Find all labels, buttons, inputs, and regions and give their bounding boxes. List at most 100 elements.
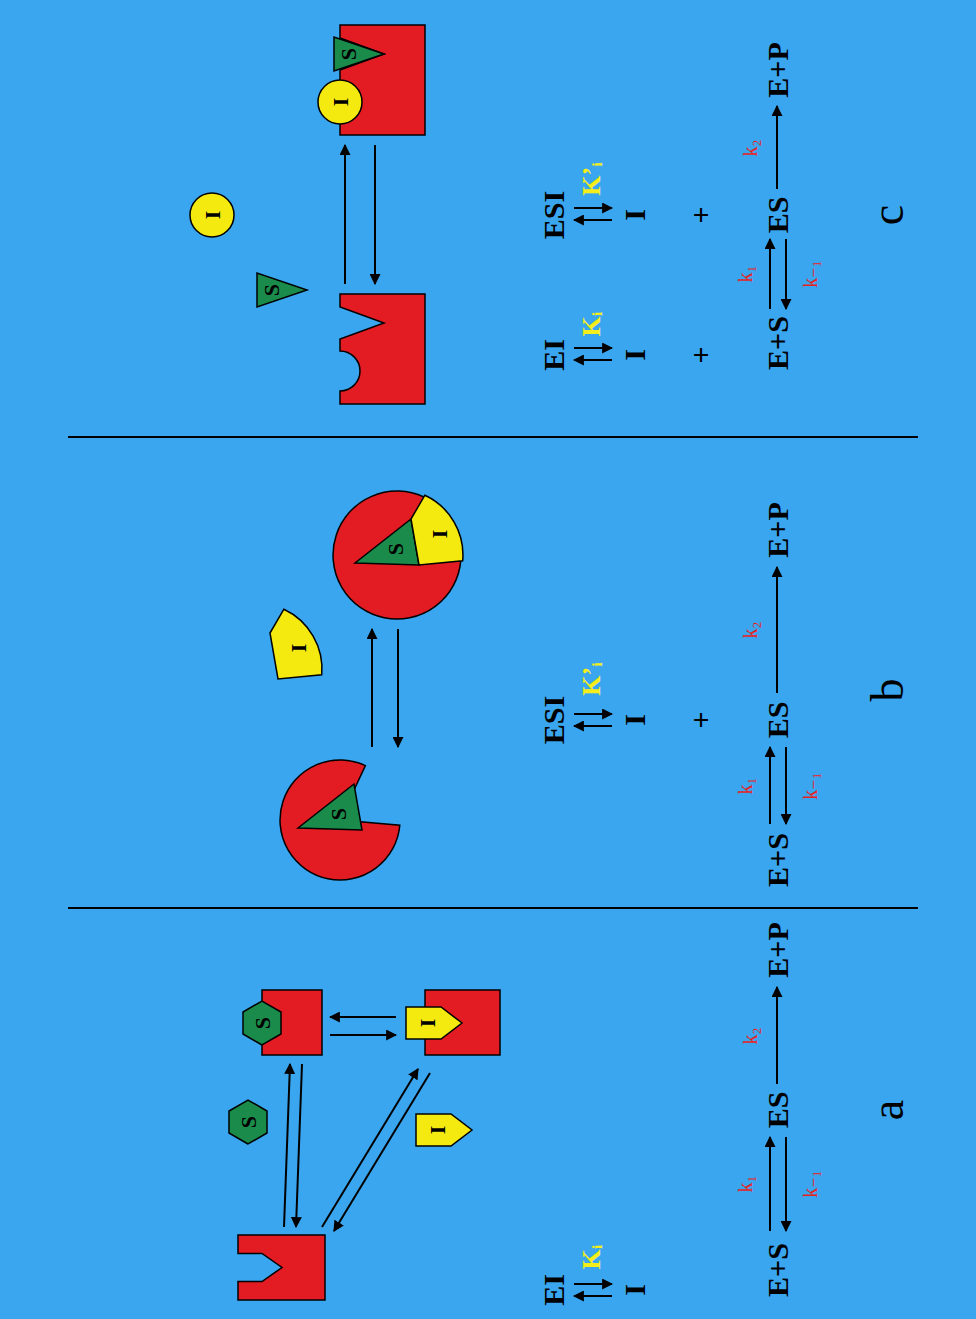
rate-constant: k₋₁ bbox=[799, 772, 821, 800]
species-label: E+S bbox=[761, 833, 794, 887]
shape-fill bbox=[190, 193, 234, 237]
inhibitor-wedge: I bbox=[267, 605, 325, 683]
reaction-arrow bbox=[776, 567, 778, 693]
rate-constant: k₋₁ bbox=[799, 1170, 821, 1198]
rate-constant: k₁ bbox=[734, 1176, 756, 1193]
molecule-letter: S bbox=[238, 1116, 260, 1128]
equilibrium-arrow bbox=[574, 725, 612, 727]
panel-separators bbox=[68, 437, 918, 908]
equilibrium-arrow bbox=[574, 207, 612, 209]
species-label: + bbox=[684, 346, 717, 363]
reaction-arrow bbox=[284, 1064, 290, 1227]
rate-constant: k₋₁ bbox=[799, 260, 821, 288]
species-label: EI bbox=[537, 339, 570, 371]
reaction-arrow bbox=[322, 1069, 418, 1227]
species-label: + bbox=[684, 206, 717, 223]
inhibitor-wedge: I bbox=[408, 491, 466, 569]
reaction-arrow bbox=[371, 629, 373, 747]
molecule-letter: S bbox=[328, 808, 350, 820]
species-label: ES bbox=[761, 1092, 794, 1129]
rate-constant: k₁ bbox=[734, 266, 756, 283]
species-label: I bbox=[618, 1284, 651, 1296]
shape-fill bbox=[243, 1001, 281, 1045]
reaction-arrow bbox=[776, 987, 778, 1084]
equilibrium-arrow bbox=[785, 1137, 787, 1231]
shape-fill bbox=[334, 37, 384, 71]
reaction-arrow bbox=[330, 1016, 396, 1018]
equilibrium-arrow bbox=[769, 747, 771, 824]
constant-label: K’ᵢ bbox=[578, 162, 607, 196]
enzyme-shape bbox=[280, 760, 400, 880]
reaction-arrow bbox=[334, 1073, 430, 1231]
equilibrium-arrow bbox=[785, 239, 787, 309]
substrate-triangle: S bbox=[353, 517, 421, 567]
equilibrium-arrow bbox=[574, 347, 612, 349]
species-label: E+S bbox=[761, 1243, 794, 1297]
reaction-arrow bbox=[344, 145, 346, 284]
shape-fill bbox=[298, 784, 362, 830]
separator-line bbox=[68, 907, 918, 909]
equilibrium-arrow bbox=[769, 1137, 771, 1231]
shape-fill bbox=[416, 1114, 472, 1146]
species-label: E+P bbox=[761, 502, 794, 557]
species-label: I bbox=[618, 209, 651, 221]
molecule-letter: S bbox=[385, 543, 407, 555]
molecule-letter: I bbox=[202, 211, 224, 220]
rate-constant: k₁ bbox=[734, 778, 756, 795]
substrate-triangle: S bbox=[332, 36, 386, 72]
reaction-arrow bbox=[776, 106, 778, 189]
equilibrium-arrow bbox=[769, 239, 771, 309]
molecule-letter: I bbox=[288, 644, 310, 653]
species-label: ESI bbox=[537, 191, 570, 239]
molecule-letter: S bbox=[252, 1017, 274, 1029]
equilibrium-arrow bbox=[574, 359, 612, 361]
reaction-arrow bbox=[330, 1034, 396, 1036]
shape-outline bbox=[353, 517, 421, 567]
substrate-triangle: S bbox=[255, 272, 309, 308]
molecule-letter: S bbox=[261, 284, 283, 296]
molecule-letter: I bbox=[427, 1126, 449, 1135]
species-label: I bbox=[618, 714, 651, 726]
equilibrium-arrow bbox=[574, 1283, 612, 1285]
species-label: + bbox=[684, 711, 717, 728]
constant-label: Kᵢ bbox=[578, 1245, 607, 1270]
molecule-letter: I bbox=[417, 1019, 439, 1028]
reaction-arrow bbox=[296, 1064, 302, 1227]
enzyme-shape bbox=[340, 294, 425, 404]
panel-letter: a bbox=[863, 1100, 914, 1120]
species-label: ES bbox=[761, 197, 794, 234]
enzyme-shape bbox=[238, 1235, 325, 1300]
equilibrium-arrow bbox=[574, 1295, 612, 1297]
panel-letter: b bbox=[863, 679, 914, 702]
constant-label: K’ᵢ bbox=[578, 662, 607, 696]
molecule-letter: I bbox=[330, 98, 352, 107]
equilibrium-arrow bbox=[785, 747, 787, 824]
shape-outline bbox=[296, 782, 364, 832]
reaction-arrow bbox=[374, 145, 376, 284]
species-label: I bbox=[618, 349, 651, 361]
rate-constant: k₂ bbox=[739, 1028, 761, 1045]
rate-constant: k₂ bbox=[739, 622, 761, 639]
shape-fill bbox=[318, 80, 362, 124]
shape-fill bbox=[406, 1007, 462, 1039]
molecule-letter: I bbox=[429, 530, 451, 539]
species-label: ES bbox=[761, 702, 794, 739]
substrate-triangle: S bbox=[296, 782, 364, 832]
panel-letter: c bbox=[863, 205, 914, 225]
substrate-hexagon: S bbox=[228, 1099, 268, 1145]
shape-fill bbox=[257, 273, 307, 307]
species-label: E+P bbox=[761, 922, 794, 977]
reaction-arrow bbox=[397, 629, 399, 747]
shape-fill bbox=[229, 1100, 267, 1144]
inhibitor-circle: I bbox=[188, 191, 236, 239]
inhibitor-shape: I bbox=[415, 1113, 473, 1147]
shape-fill bbox=[411, 495, 463, 565]
species-label: ESI bbox=[537, 696, 570, 744]
constant-label: Kᵢ bbox=[578, 312, 607, 337]
rate-constant: k₂ bbox=[739, 140, 761, 157]
species-label: E+P bbox=[761, 42, 794, 97]
shape-fill bbox=[270, 609, 322, 679]
equilibrium-arrow bbox=[574, 713, 612, 715]
